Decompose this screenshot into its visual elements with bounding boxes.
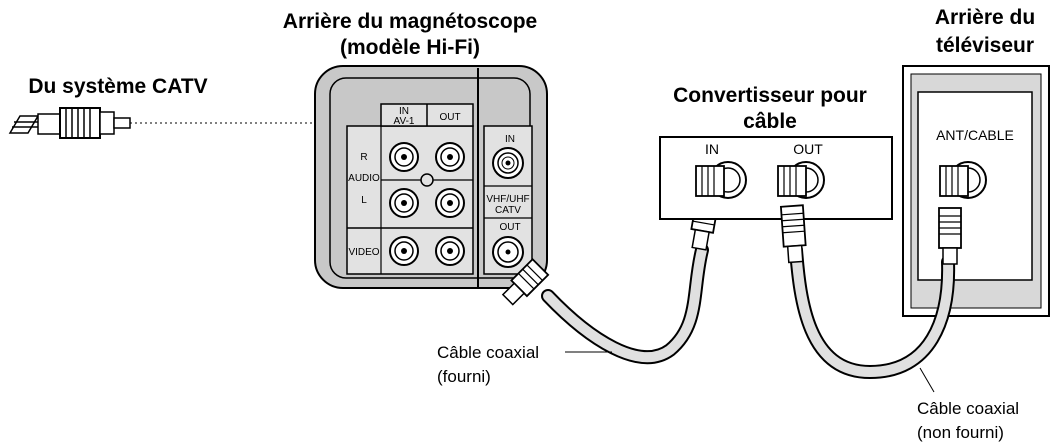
vcr-out-label: OUT	[439, 112, 460, 123]
tv-ant-jack	[939, 161, 987, 199]
converter-in-jack	[695, 161, 747, 199]
cable-converter-box	[659, 136, 893, 220]
vcr-audio-label: AUDIO	[348, 173, 380, 184]
vcr-video-label: VIDEO	[348, 247, 379, 258]
converter-out-label: OUT	[793, 141, 823, 157]
jack-audio-out-r	[435, 142, 465, 172]
jack-audio-in-r	[389, 142, 419, 172]
coax-not-supplied-leader	[919, 367, 935, 393]
coax-cable-not-supplied	[779, 204, 962, 380]
jack-video-out	[435, 236, 465, 266]
coax-not-supplied-label-line1: Câble coaxial	[917, 399, 1019, 418]
jack-rf-out	[492, 236, 524, 268]
catv-cable-connector	[8, 107, 131, 139]
vcr-catv-label: CATV	[495, 205, 521, 216]
vcr-r-label: R	[360, 152, 367, 163]
coax-supplied-label-line1: Câble coaxial	[437, 343, 539, 362]
vcr-l-label: L	[361, 195, 367, 206]
vcr-title-line1: Arrière du magnétoscope	[283, 10, 537, 33]
jack-video-in	[389, 236, 419, 266]
jack-audio-in-l	[389, 188, 419, 218]
vcr-rf-in-label: IN	[505, 134, 515, 145]
vcr-rf-out-label: OUT	[499, 222, 520, 233]
tv-ant-cable-label: ANT/CABLE	[936, 127, 1014, 143]
coax-not-supplied-label-line2: (non fourni)	[917, 423, 1004, 442]
converter-title-line1: Convertisseur pour	[673, 84, 867, 107]
tv-title-line1: Arrière du	[935, 6, 1035, 29]
tv-title-line2: téléviseur	[936, 34, 1034, 57]
converter-in-label: IN	[705, 141, 719, 157]
catv-title: Du système CATV	[28, 75, 207, 98]
converter-out-jack	[777, 161, 825, 199]
audio-center-mark	[381, 173, 473, 187]
vcr-vhf-uhf-label: VHF/UHF	[486, 194, 529, 205]
jack-rf-in	[492, 147, 524, 179]
converter-title-line2: câble	[743, 110, 797, 133]
vcr-in-label: IN	[399, 106, 409, 117]
vcr-title-line2: (modèle Hi-Fi)	[340, 36, 480, 59]
vcr-av1-label: AV-1	[394, 116, 415, 127]
jack-audio-out-l	[435, 188, 465, 218]
coax-supplied-label-line2: (fourni)	[437, 367, 491, 386]
